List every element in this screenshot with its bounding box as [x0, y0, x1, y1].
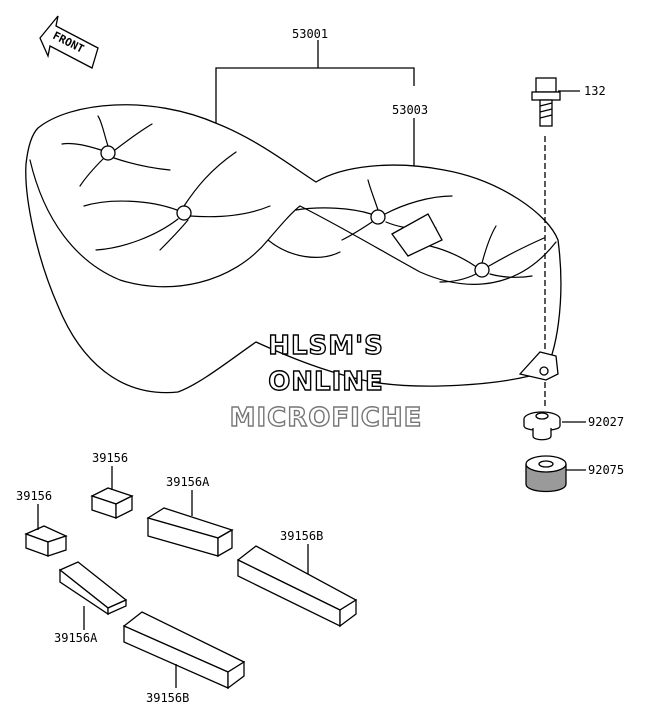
bolt-icon [531, 77, 580, 127]
damper-icon [525, 455, 586, 493]
callout-collar: 92027 [588, 415, 624, 429]
callout-pad-small-upper: 39156 [92, 451, 128, 465]
watermark-line-1: HLSM'S [268, 331, 384, 361]
callout-pad-b-lower: 39156B [146, 691, 189, 705]
pad-b-lower [122, 611, 246, 690]
watermark: HLSM'S ONLINE MICROFICHE [229, 330, 423, 433]
pad-small-left [24, 525, 68, 557]
collar-icon [523, 411, 586, 441]
callout-seat-assy: 53001 [292, 27, 328, 41]
watermark-line-3: MICROFICHE [230, 403, 423, 433]
pad-a-lower [58, 561, 128, 616]
callout-bolt: 132 [584, 84, 606, 98]
callout-damper: 92075 [588, 463, 624, 477]
pad-a-upper [146, 507, 234, 558]
watermark-line-2: ONLINE [268, 367, 384, 397]
callout-seat-cover: 53003 [392, 103, 428, 117]
callout-pad-a-upper: 39156A [166, 475, 210, 489]
front-arrow-icon: FRONT [39, 15, 99, 69]
callout-pad-a-lower: 39156A [54, 631, 98, 645]
pad-b-upper [236, 545, 358, 628]
callout-pad-b-upper: 39156B [280, 529, 323, 543]
pad-small-upper [90, 487, 134, 520]
seat-cover-label-patch [391, 213, 443, 257]
seat-body [25, 104, 562, 394]
callout-pad-small-left: 39156 [16, 489, 52, 503]
